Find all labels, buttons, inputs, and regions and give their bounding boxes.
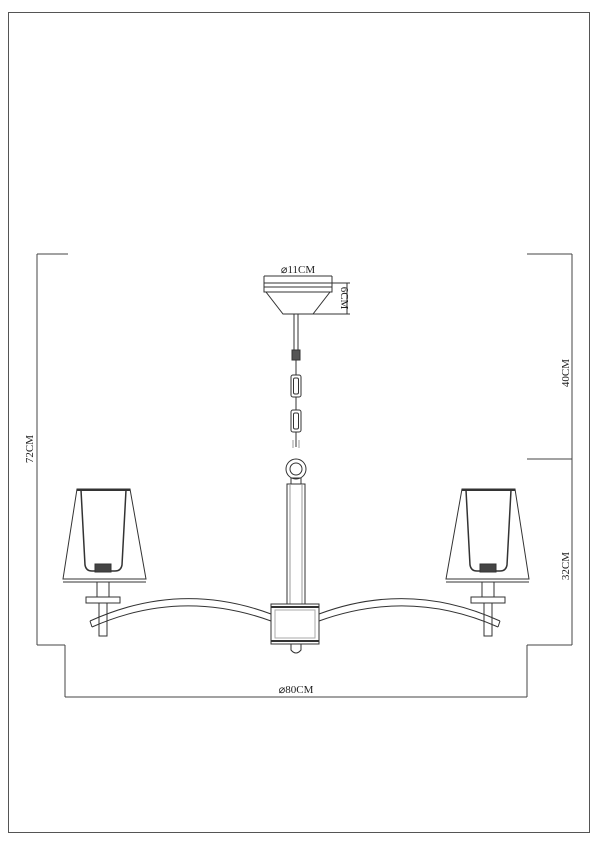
drawing-frame xyxy=(8,12,590,833)
chain-height-label: 40CM xyxy=(560,359,572,387)
body-height-label: 32CM xyxy=(560,552,572,580)
overall-height-label: 72CM xyxy=(24,435,36,463)
central-body xyxy=(270,603,320,654)
right-arm xyxy=(318,598,501,628)
canopy xyxy=(263,275,350,315)
central-stem xyxy=(286,483,306,605)
overall-diameter-label: ⌀80CM xyxy=(279,684,314,696)
right-lampshade xyxy=(445,488,530,637)
canopy-diameter-label: ⌀11CM xyxy=(281,264,316,276)
ring-hook xyxy=(285,458,307,485)
left-arm xyxy=(89,598,272,628)
chain xyxy=(290,314,302,448)
left-lampshade xyxy=(62,488,147,637)
dimension-lines xyxy=(36,253,573,698)
canopy-height-label: 6CM xyxy=(338,287,350,310)
